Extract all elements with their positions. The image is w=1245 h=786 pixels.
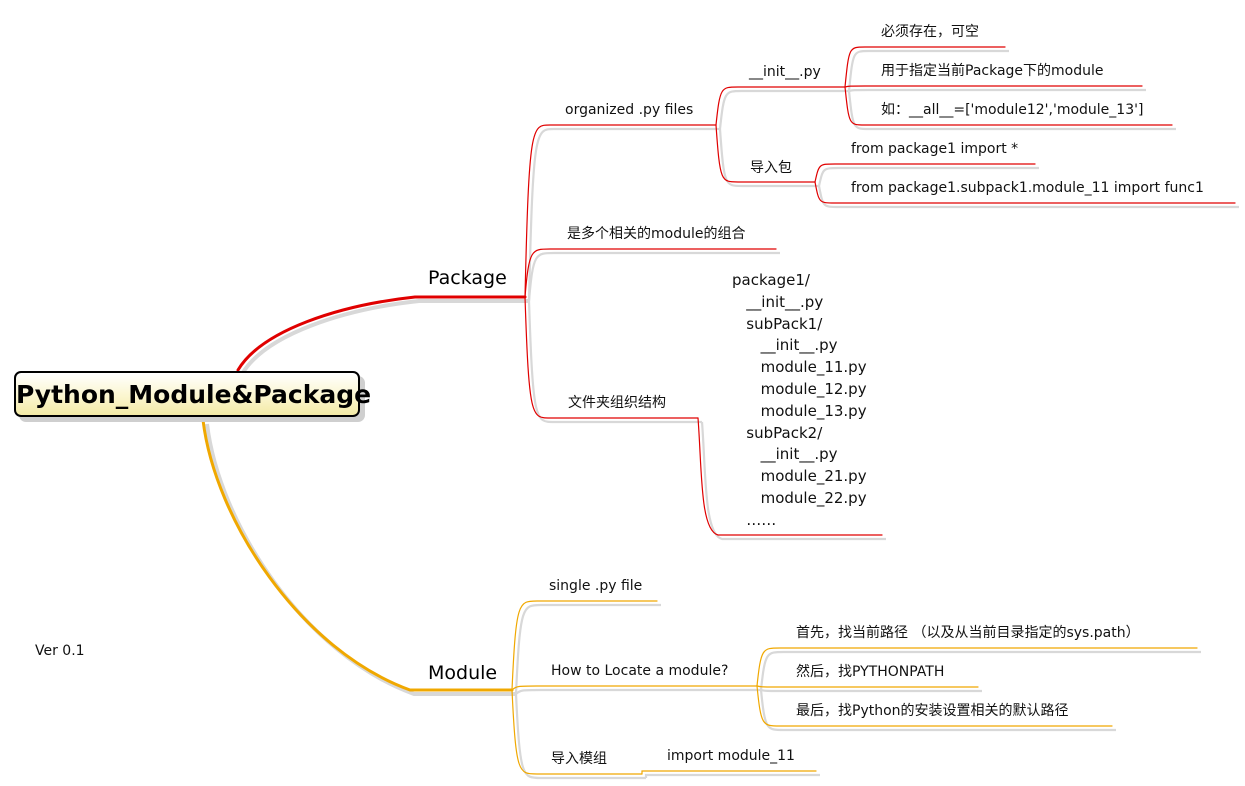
topic-init-py[interactable]: __init__.py xyxy=(749,64,821,80)
connector-root-package xyxy=(236,295,527,372)
central-topic[interactable]: Python_Module&Package xyxy=(14,371,371,417)
connector-single xyxy=(511,600,658,691)
topic-locate-pythonpath[interactable]: 然后，找PYTHONPATH xyxy=(796,664,945,680)
topic-init-required[interactable]: 必须存在，可空 xyxy=(881,24,979,40)
connector-import-package-shadow xyxy=(718,128,819,188)
topic-locate-default-path[interactable]: 最后，找Python的安装设置相关的默认路径 xyxy=(796,703,1069,719)
connector-folder-tree-shadow xyxy=(700,421,886,541)
connector-import-func-shadow xyxy=(817,185,1239,209)
connector-lines xyxy=(201,46,1236,775)
connector-init-required-shadow xyxy=(847,49,1009,92)
tree-line: package1/ xyxy=(732,271,810,289)
tree-line: module_12.py xyxy=(732,379,867,398)
connector-root-package-shadow xyxy=(240,299,529,376)
topic-module[interactable]: Module xyxy=(428,662,498,684)
connector-locate-pythonpath xyxy=(756,685,979,688)
topic-init-specify-modules[interactable]: 用于指定当前Package下的module xyxy=(881,63,1104,79)
topic-locate-current-path[interactable]: 首先，找当前路径 （以及从当前目录指定的sys.path） xyxy=(796,625,1140,641)
connector-folder-shadow xyxy=(527,300,702,424)
connector-root-module-shadow xyxy=(205,423,516,696)
connector-shadows xyxy=(205,49,1239,780)
connector-organized xyxy=(524,124,717,298)
connector-combination xyxy=(524,248,777,298)
topic-folder-structure[interactable]: 文件夹组织结构 xyxy=(568,395,666,411)
connector-init-specify-shadow xyxy=(848,88,1146,93)
tree-line: …… xyxy=(732,510,777,529)
connector-organized-shadow xyxy=(527,127,720,302)
connector-import-star xyxy=(814,163,1036,183)
connector-locate-default-shadow xyxy=(759,689,1116,732)
tree-line: subPack2/ xyxy=(732,423,823,442)
connector-init xyxy=(715,86,846,126)
topic-module-combination[interactable]: 是多个相关的module的组合 xyxy=(567,226,746,242)
connector-init-all xyxy=(844,86,1173,126)
connector-import-module-shadow xyxy=(514,693,646,780)
tree-line: __init__.py xyxy=(732,336,838,355)
connector-init-all-shadow xyxy=(847,90,1176,131)
connector-folder xyxy=(524,296,699,419)
topic-organized-py-files[interactable]: organized .py files xyxy=(565,102,694,118)
connector-init-shadow xyxy=(718,89,849,130)
tree-line: __init__.py xyxy=(732,445,838,464)
connector-locate-shadow xyxy=(515,688,761,695)
tree-line: module_11.py xyxy=(732,358,867,377)
connector-import-module-11 xyxy=(641,770,817,775)
connector-folder-tree xyxy=(697,417,883,536)
connector-import-func xyxy=(814,181,1236,204)
tree-line: subPack1/ xyxy=(732,314,823,333)
connector-init-required xyxy=(844,46,1006,88)
topic-package[interactable]: Package xyxy=(428,267,507,289)
connector-root-module xyxy=(201,418,514,692)
tree-line: module_13.py xyxy=(732,401,867,420)
topic-import-module[interactable]: 导入模组 xyxy=(551,751,607,767)
connector-import-module xyxy=(511,689,643,775)
topic-import-module-11[interactable]: import module_11 xyxy=(667,748,795,764)
tree-line: module_22.py xyxy=(732,488,867,507)
topic-init-all-example[interactable]: 如：__all__=['module12','module_13'] xyxy=(881,102,1144,118)
connector-single-shadow xyxy=(514,603,661,695)
tree-line: module_21.py xyxy=(732,467,867,486)
topic-import-package[interactable]: 导入包 xyxy=(750,160,792,176)
central-topic-title: Python_Module&Package xyxy=(16,380,372,409)
topic-single-py-file[interactable]: single .py file xyxy=(549,578,643,594)
connector-init-specify xyxy=(844,85,1143,88)
connector-combination-shadow xyxy=(527,251,780,302)
connector-import-star-shadow xyxy=(817,166,1039,187)
topic-import-star[interactable]: from package1 import * xyxy=(851,141,1019,157)
connector-import-package xyxy=(715,124,816,183)
topic-import-func[interactable]: from package1.subpack1.module_11 import … xyxy=(851,180,1204,196)
connector-locate xyxy=(511,685,758,691)
connector-locate-default xyxy=(756,685,1113,727)
connector-import-module-11-shadow xyxy=(644,773,820,778)
folder-tree: package1/ __init__.py subPack1/ __init__… xyxy=(732,270,867,532)
connector-locate-current-shadow xyxy=(759,650,1201,691)
tree-line: __init__.py xyxy=(732,292,824,311)
connector-locate-current xyxy=(756,647,1198,687)
connector-locate-pythonpath-shadow xyxy=(760,688,982,693)
topic-locate-module[interactable]: How to Locate a module? xyxy=(551,663,729,679)
version-label: Ver 0.1 xyxy=(35,643,85,659)
